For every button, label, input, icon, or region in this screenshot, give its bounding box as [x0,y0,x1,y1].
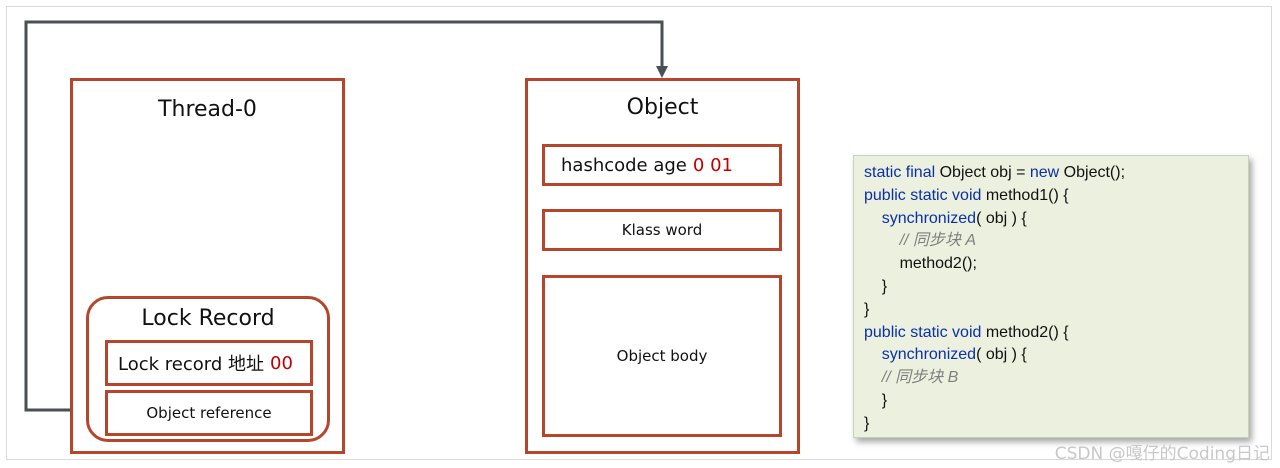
code-line: } [864,390,1248,413]
code-token: } [864,277,888,295]
code-line: } [864,413,1248,436]
code-token [864,369,882,386]
code-line: // 同步块 B [864,367,1248,390]
code-line: } [864,276,1248,299]
code-line: public static void method2() { [864,322,1248,345]
code-line: // 同步块 A [864,230,1248,253]
code-token: Object(); [1059,164,1126,181]
object-reference-field: Object reference [105,390,313,436]
object-title: Object [626,95,699,120]
mark-word-bits: 0 01 [692,154,733,176]
code-token: ( obj ) { [976,209,1027,227]
lock-record-address-field: Lock record 地址 00 [105,340,313,386]
object-reference-label: Object reference [146,404,272,422]
code-line: synchronized( obj ) { [864,208,1248,231]
klass-word-field: Klass word [542,209,782,251]
mark-word-text: hashcode age [561,154,687,176]
watermark: CSDN @嘎仔的Coding日记 [1054,444,1270,464]
object-body-label: Object body [616,347,708,365]
code-token: } [864,300,870,318]
code-token: static final [864,164,940,181]
code-token: new [1029,164,1060,181]
code-token [864,232,900,249]
code-token: } [864,391,888,409]
lock-record-address-label: Lock record 地址 [118,354,264,375]
code-line: synchronized( obj ) { [864,344,1248,367]
code-token: Object obj = [939,164,1030,181]
code-token: method1() { [985,186,1069,204]
mark-word-field: hashcode age 0 01 [542,144,782,186]
code-token: method2(); [864,255,977,273]
code-token: method2() { [985,323,1069,341]
code-line: public static void method1() { [864,185,1248,208]
code-panel: static final Object obj = new Object();p… [853,155,1249,438]
code-token: public static void [864,323,986,341]
lock-record-title: Lock Record [141,306,275,331]
code-token: ( obj ) { [976,346,1027,364]
code-line: method2(); [864,253,1248,276]
code-token: // 同步块 B [881,369,959,387]
code-token [864,346,882,363]
code-token: synchronized [881,209,977,227]
code-line: static final Object obj = new Object(); [864,162,1248,185]
diagram-frame [6,6,1272,460]
klass-word-label: Klass word [621,221,703,239]
thread-title: Thread-0 [158,97,257,122]
code-token: } [864,414,870,432]
lock-record-box: Lock Record [86,296,330,442]
code-token: public static void [864,186,986,204]
lock-record-address-bits: 00 [270,352,293,374]
object-body-field: Object body [542,275,782,437]
code-line: } [864,299,1248,322]
code-token [864,210,882,227]
code-token: // 同步块 A [899,232,977,250]
code-token: synchronized [881,346,977,364]
